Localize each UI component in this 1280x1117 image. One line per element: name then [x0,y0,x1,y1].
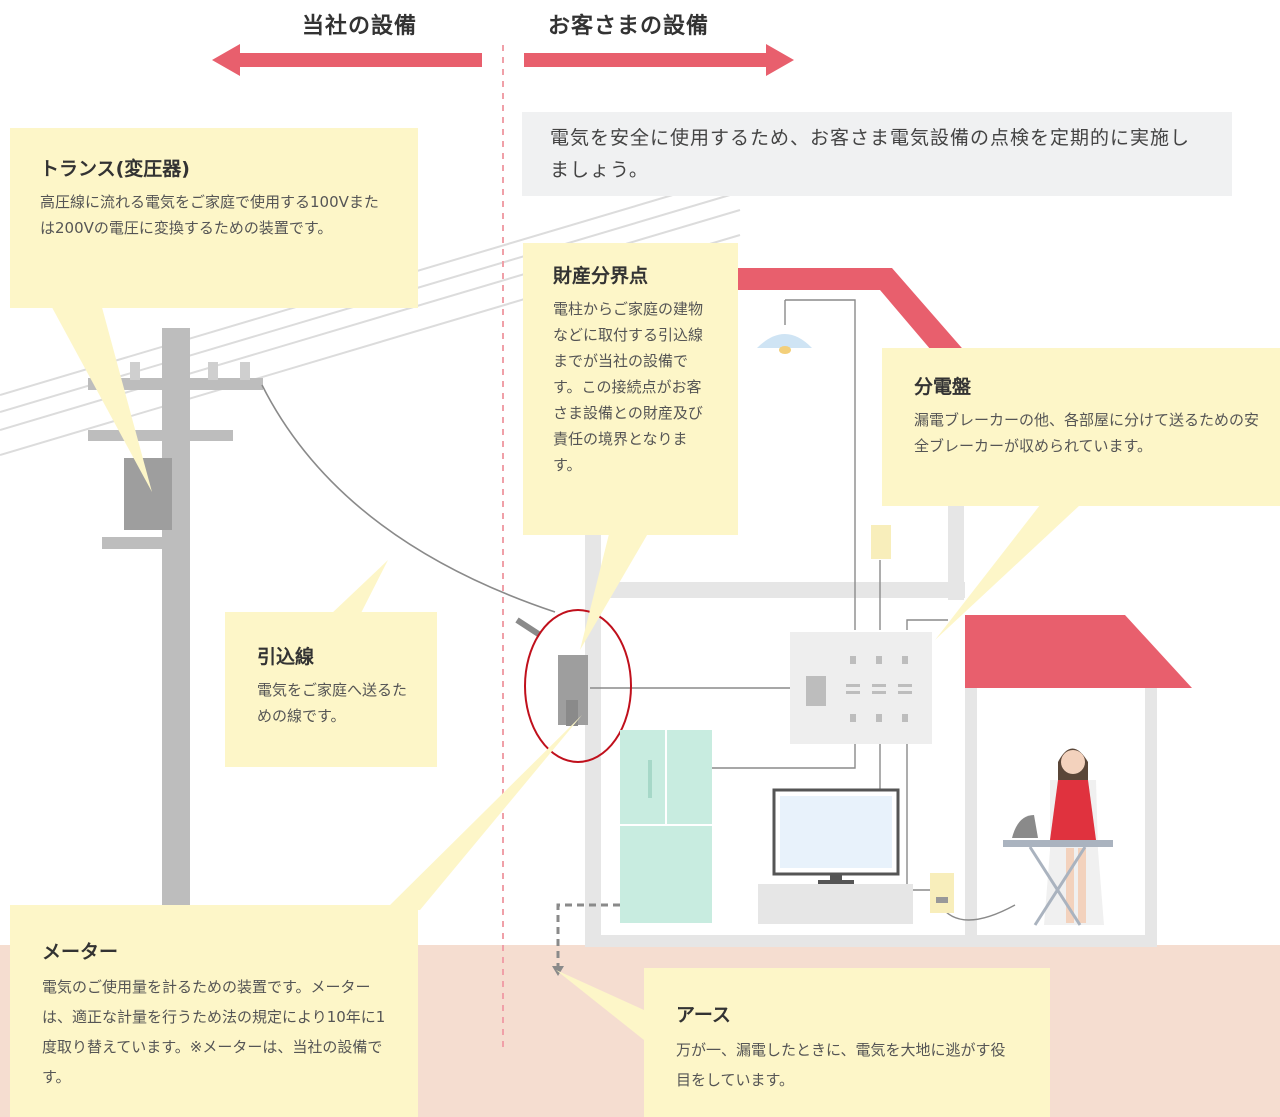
woman-ironing [1003,748,1113,926]
earth-desc: 万が一、漏電したときに、電気を大地に逃がす役目をしています。 [676,1041,1006,1089]
boundary-callout: 財産分界点 電柱からご家庭の建物などに取付する引込線までが当社の設備です。この接… [523,243,738,535]
refrigerator [620,730,712,923]
panel-title: 分電盤 [914,376,972,398]
callout-pointers [48,300,1080,1040]
service-line-callout: 引込線 電気をご家庭へ送るための線です。 [225,612,437,767]
arrow-right [524,44,794,76]
utility-pole [88,328,263,950]
transformer-callout: トランス(変圧器) 高圧線に流れる電気をご家庭で使用する100Vまたは200Vの… [10,128,418,308]
television [758,788,913,924]
service-drop-line [261,384,556,613]
safety-notice: 電気を安全に使用するため、お客さま電気設備の点検を定期的に実施しましょう。 [522,112,1232,196]
ceiling-lamp [757,334,812,348]
meter-title: メーター [42,941,119,963]
boundary-desc: 電柱からご家庭の建物などに取付する引込線までが当社の設備です。この接続点がお客さ… [553,300,704,474]
electricity-meter [558,655,588,726]
earth-title: アース [676,1004,731,1026]
earth-line [556,903,620,972]
transformer-title: トランス(変圧器) [40,158,190,180]
outlet-upper [871,525,891,559]
meter-desc: 電気のご使用量を計るための装置です。メーターは、適正な計量を行うため法の規定によ… [42,978,386,1086]
company-equipment-label: 当社の設備 [302,14,418,39]
boundary-title: 財産分界点 [553,265,649,287]
outlet-lower [930,873,954,913]
panel-desc: 漏電ブレーカーの他、各部屋に分けて送るための安全ブレーカーが収められています。 [914,411,1260,455]
meter-callout: メーター 電気のご使用量を計るための装置です。メーターは、適正な計量を行うため法… [10,905,418,1117]
service-line-title: 引込線 [257,646,315,668]
panel-callout: 分電盤 漏電ブレーカーの他、各部屋に分けて送るための安全ブレーカーが収められてい… [882,348,1280,506]
highlight-circle [524,609,632,763]
distribution-panel [790,632,932,744]
customer-equipment-label: お客さまの設備 [548,14,710,39]
transformer-desc: 高圧線に流れる電気をご家庭で使用する100Vまたは200Vの電圧に変換するための… [40,193,379,237]
earth-callout: アース 万が一、漏電したときに、電気を大地に逃がす役目をしています。 [644,968,1050,1117]
service-line-desc: 電気をご家庭へ送るための線です。 [257,681,408,725]
transformer [124,458,172,530]
arrow-left [212,44,482,76]
